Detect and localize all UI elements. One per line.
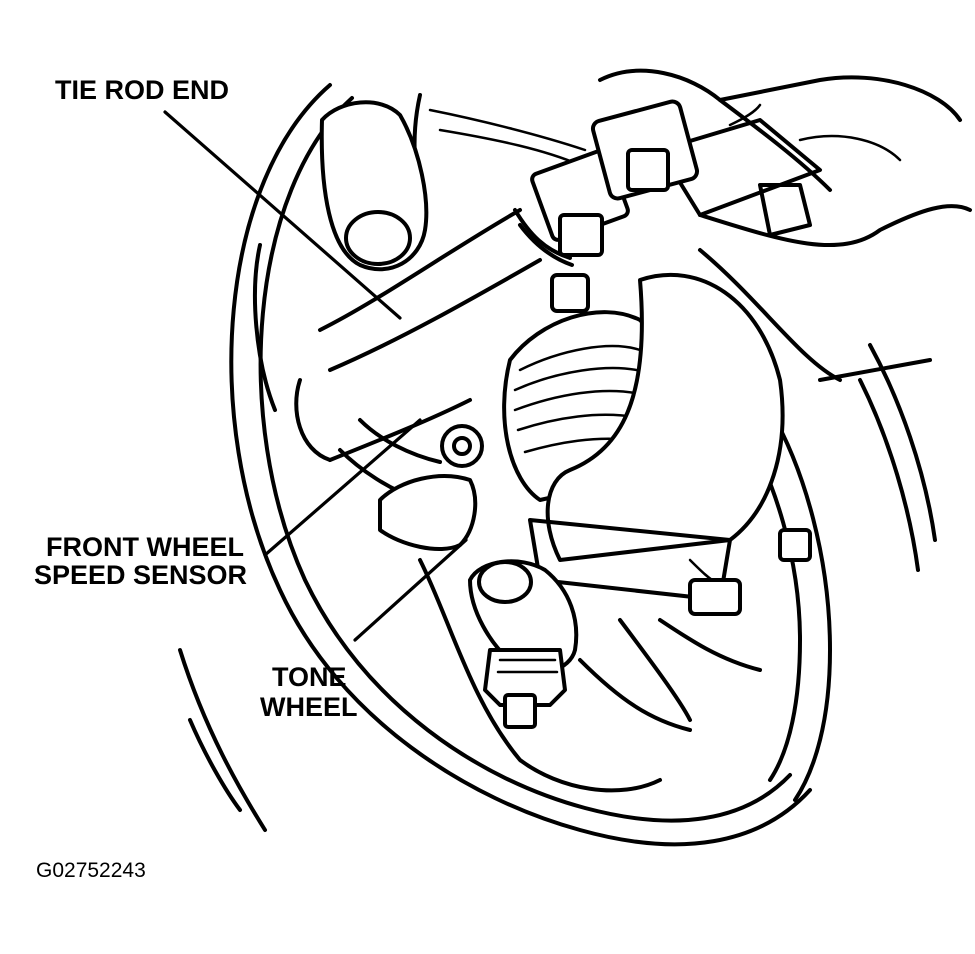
tire-arc <box>178 648 267 832</box>
leader-tie-rod-end <box>163 110 402 320</box>
leader-lines <box>163 110 468 642</box>
strut-body <box>598 68 972 382</box>
tie-rod <box>294 93 542 462</box>
label-tone-wheel-line1: TONE <box>272 662 347 692</box>
label-front-wheel-speed-sensor-line1: FRONT WHEEL <box>46 532 244 562</box>
knuckle-assembly <box>468 273 785 675</box>
label-tone-wheel-line2: WHEEL <box>260 692 358 722</box>
hub-lower <box>418 558 692 793</box>
tie-rod-end-hardware <box>513 99 812 267</box>
caliper-bracket <box>338 273 812 672</box>
label-tie-rod-end: TIE ROD END <box>55 75 229 105</box>
label-front-wheel-speed-sensor-line2: SPEED SENSOR <box>34 560 247 590</box>
rotor-outline <box>229 83 812 847</box>
leader-tone-wheel <box>353 538 468 642</box>
ball-joint-nut <box>483 648 567 729</box>
figure-id: G02752243 <box>36 859 146 882</box>
leader-speed-sensor <box>263 418 422 557</box>
